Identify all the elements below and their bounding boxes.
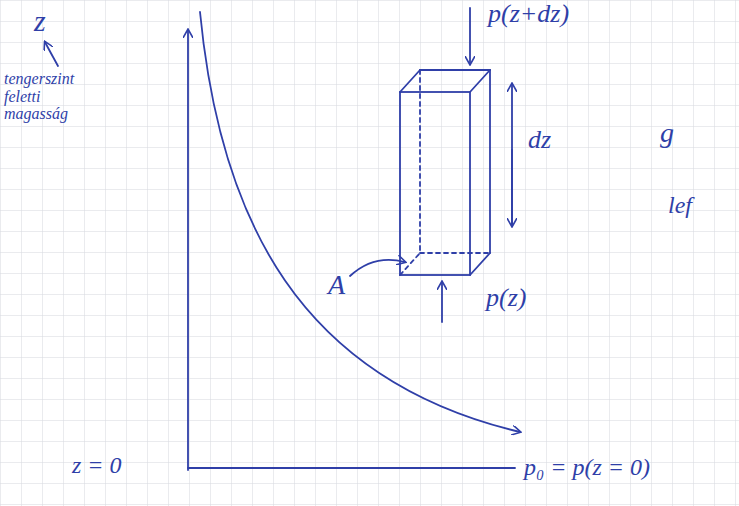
axis-label: z: [34, 4, 46, 37]
dz-arrow: [511, 84, 513, 225]
note-text: lef: [668, 192, 692, 218]
pressure-arrow-bottom: [441, 282, 443, 322]
area-label: A: [328, 270, 345, 301]
pressure-label: p(z+dz): [488, 0, 569, 29]
axis-description: tengerszint feletti magasság: [4, 70, 104, 123]
pressure-arrow-top: [469, 8, 471, 64]
pressure-label: p₀ = p(z = 0): [524, 454, 650, 480]
p-axis: [188, 467, 515, 469]
air-column: [400, 70, 490, 275]
gravity-label: g: [660, 118, 674, 149]
area-arrow: [350, 260, 405, 276]
origin-label: z = 0: [72, 452, 122, 478]
pressure-label: p(z): [486, 284, 526, 313]
z-axis: [187, 30, 189, 470]
height-element: dz: [528, 126, 551, 155]
leader-arrow: [45, 42, 58, 66]
pressure-curve: [200, 12, 520, 432]
